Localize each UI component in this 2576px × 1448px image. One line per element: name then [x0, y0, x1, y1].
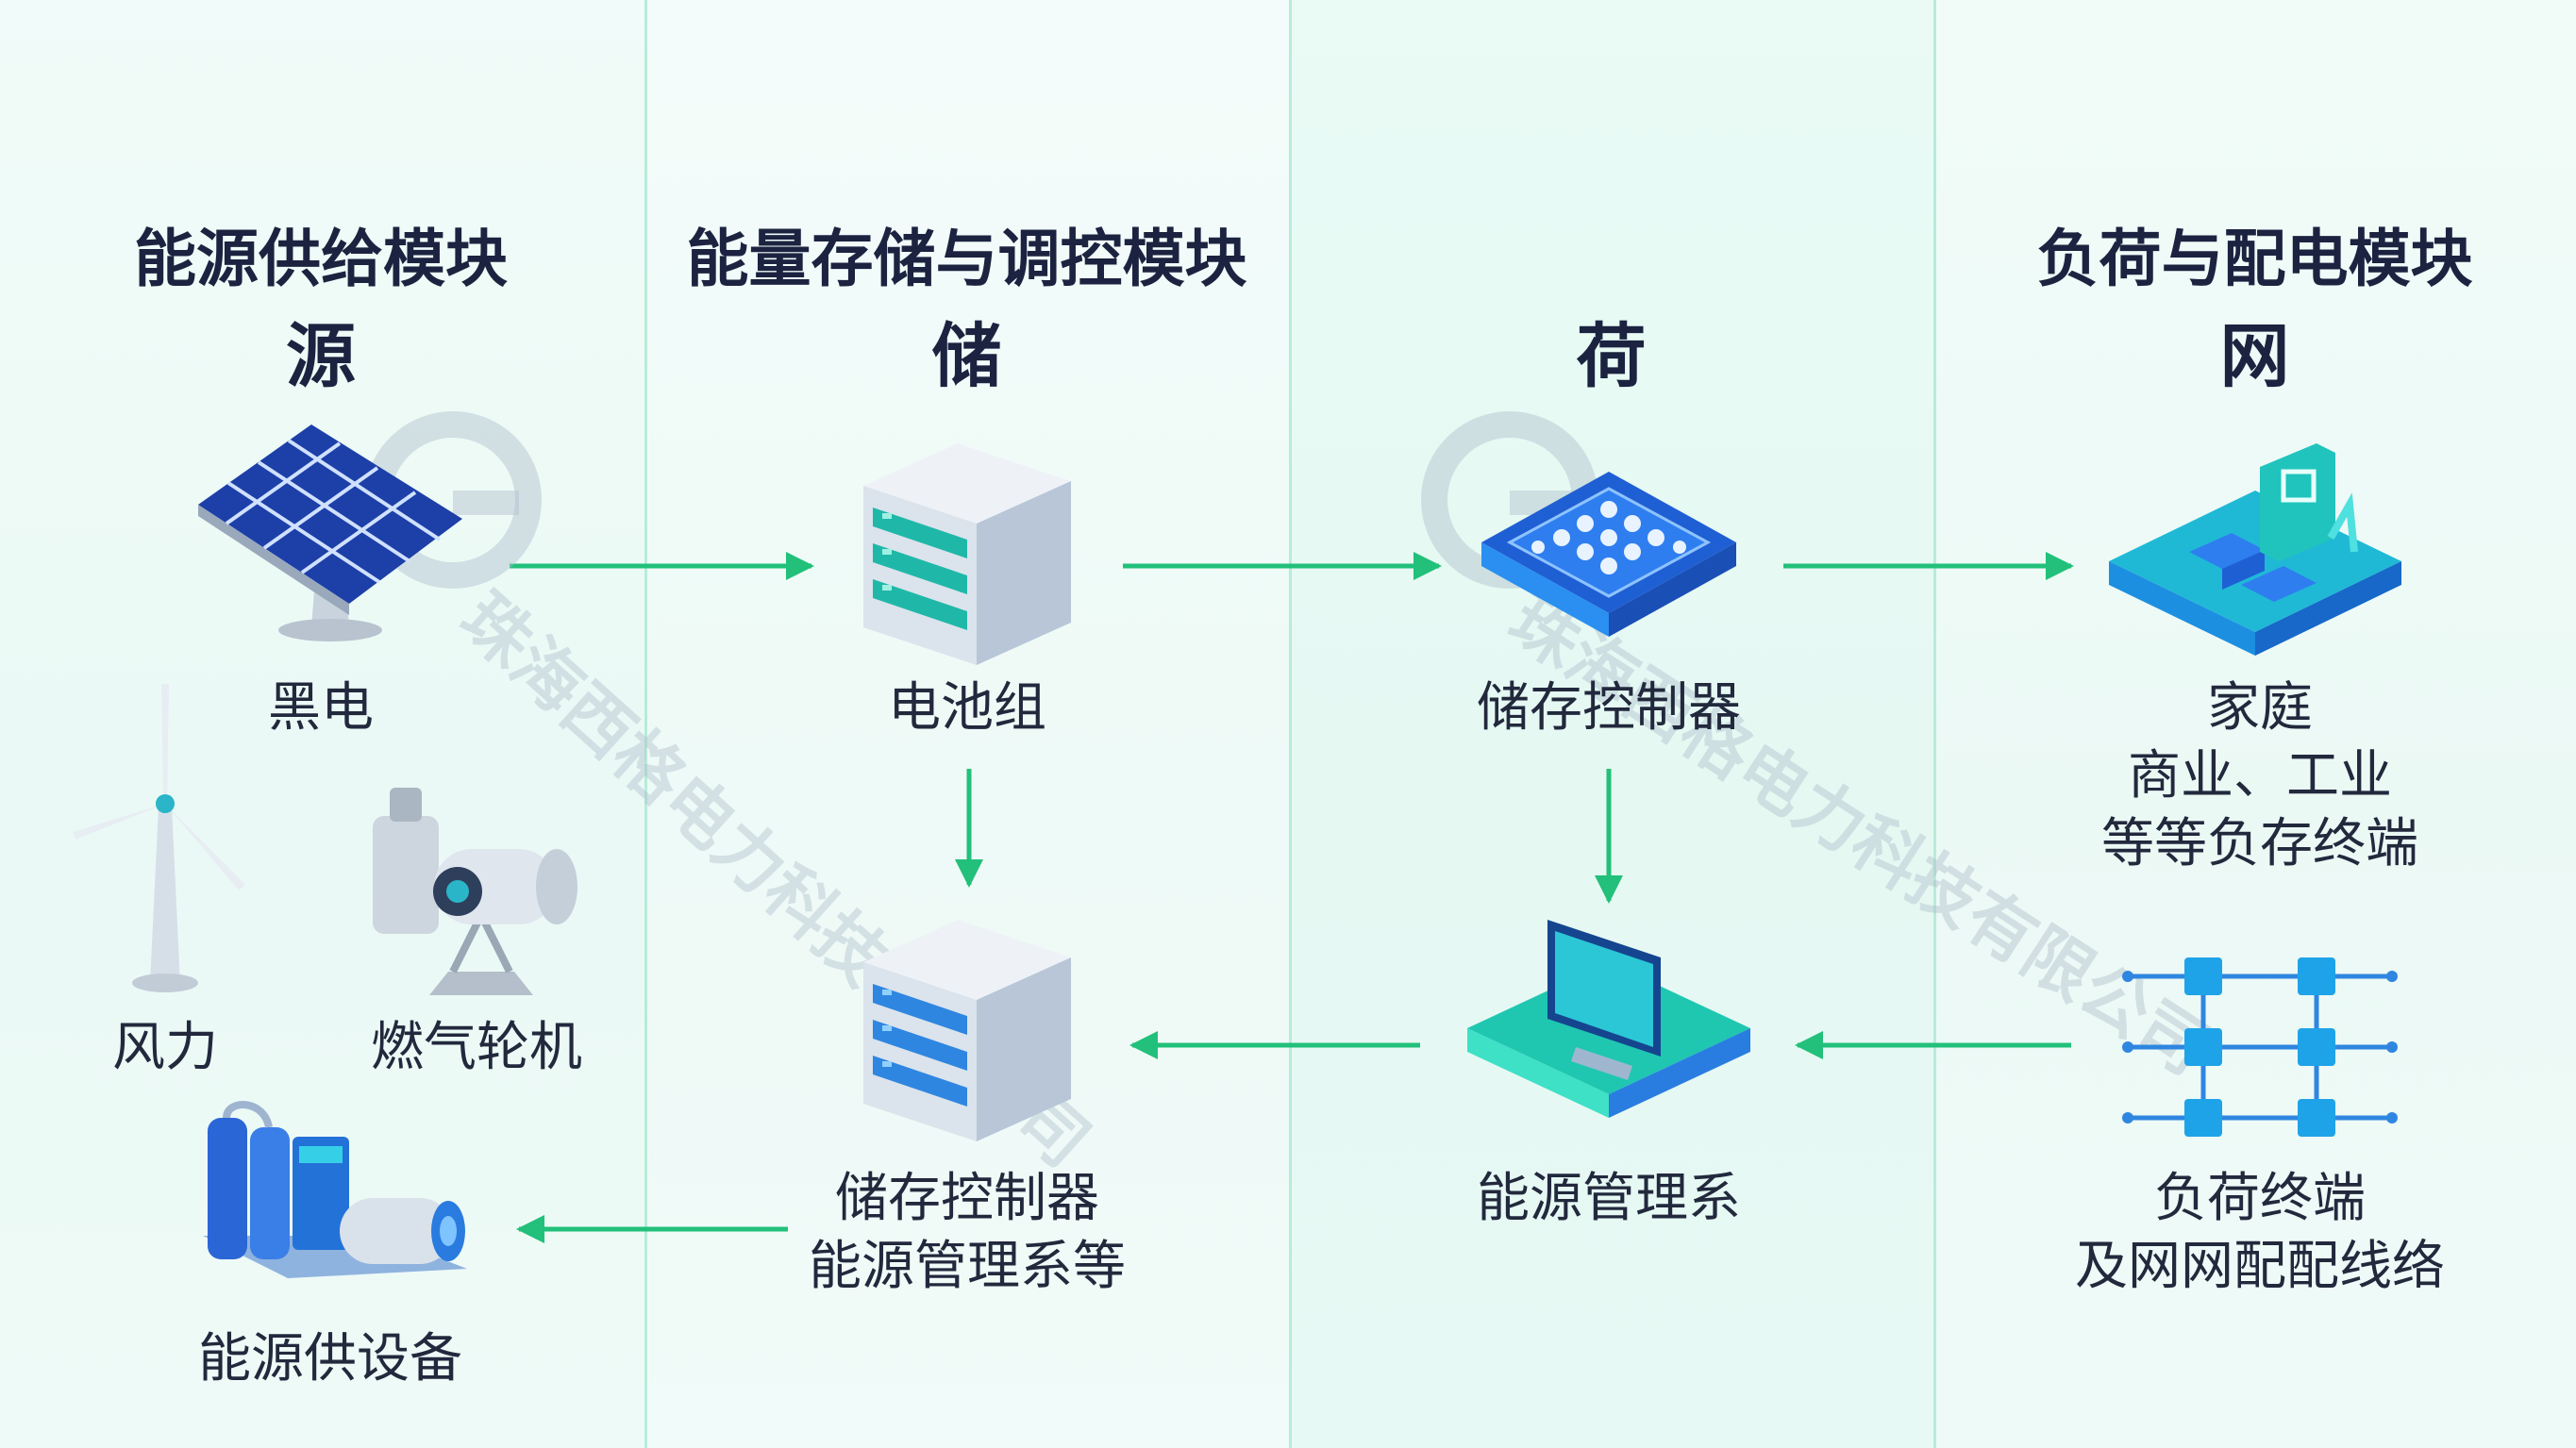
column-letter: 荷: [1576, 316, 1647, 397]
node-label-battery: 电池组: [888, 677, 1046, 739]
column-bg-load: [1289, 0, 1933, 1448]
node-label-wind: 风力: [112, 1017, 218, 1078]
node-label-gas-turbine: 燃气轮机: [371, 1017, 582, 1078]
node-label-line: 负荷终端: [2154, 1168, 2366, 1229]
wind-turbine-icon: [73, 684, 245, 992]
node-label-ems: 能源管理系: [1477, 1168, 1741, 1229]
ems-computer-icon: [1467, 920, 1750, 1118]
solar-panel-icon: [198, 424, 462, 641]
node-label-loads: 家庭 商业、工业 等等负存终端: [2000, 674, 2519, 878]
column-bg-storage: [644, 0, 1289, 1448]
column-title: 负荷与配电模块: [2036, 223, 2473, 295]
node-label-line: 等等负存终端: [2101, 813, 2418, 874]
node-label-solar: 黑电: [268, 677, 374, 739]
node-label-storage-controller: 储存控制器: [1477, 677, 1741, 739]
header-storage: 能量存储与调控模块 储: [644, 222, 1289, 399]
gas-turbine-icon: [373, 788, 577, 995]
column-letter: 源: [286, 316, 356, 397]
column-bg-grid: [1933, 0, 2576, 1448]
grid-network-icon: [2122, 957, 2398, 1137]
energy-equipment-icon: [203, 1101, 467, 1278]
column-divider: [1933, 0, 1936, 1448]
column-divider: [644, 0, 647, 1448]
node-label-energy-equipment: 能源供设备: [198, 1328, 462, 1390]
load-terminal-icon: [2109, 443, 2401, 656]
column-title: 能量存储与调控模块: [686, 223, 1247, 295]
column-title: 能源供给模块: [134, 223, 508, 295]
header-load: 荷: [1289, 314, 1933, 399]
node-label-grid: 负荷终端 及网网配配线络: [2000, 1165, 2519, 1301]
header-source: 能源供给模块 源: [38, 222, 604, 399]
battery-pack-icon: [863, 443, 1071, 665]
header-grid: 负荷与配电模块 网: [1933, 222, 2576, 399]
storage-controller-icon: [1481, 472, 1736, 637]
column-divider: [1289, 0, 1292, 1448]
node-label-line: 能源管理系等: [809, 1236, 1126, 1297]
node-label-line: 及网网配配线络: [2075, 1236, 2445, 1297]
column-letter: 网: [2219, 316, 2290, 397]
node-label-storage-ems: 储存控制器 能源管理系等: [755, 1165, 1179, 1301]
node-label-line: 商业、工业: [2128, 745, 2392, 807]
node-label-line: 储存控制器: [835, 1168, 1099, 1229]
node-label-line: 家庭: [2207, 677, 2313, 739]
storage-stack-icon: [863, 920, 1071, 1141]
column-letter: 储: [931, 316, 1002, 397]
